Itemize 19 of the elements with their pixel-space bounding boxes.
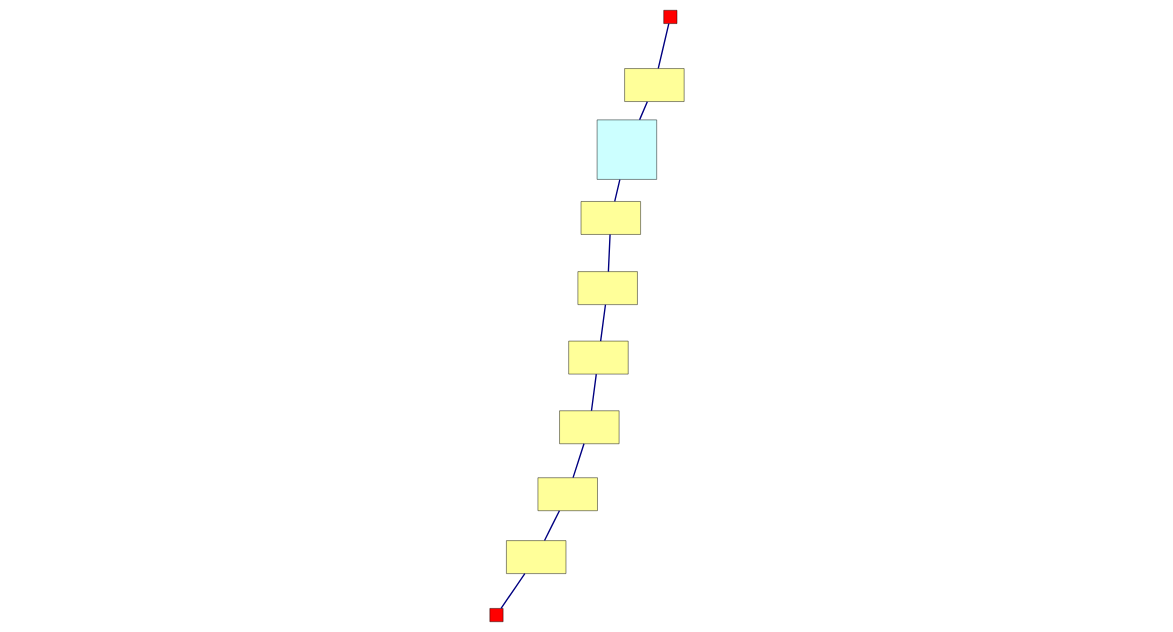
node-box [596,119,657,180]
node-box [577,271,638,305]
node-box [623,68,684,102]
connector [657,22,669,70]
connector [638,101,648,121]
connector [590,373,597,412]
connector [607,233,611,273]
node-box [558,410,619,444]
connector [571,443,585,479]
node-box [580,201,641,235]
connector [543,510,560,542]
node-box [663,10,677,24]
node-box [537,477,598,511]
node-box [567,340,628,375]
connector [599,304,606,342]
node-box [505,540,566,574]
connector [499,573,525,610]
node-box [489,608,503,622]
connector [613,178,621,203]
